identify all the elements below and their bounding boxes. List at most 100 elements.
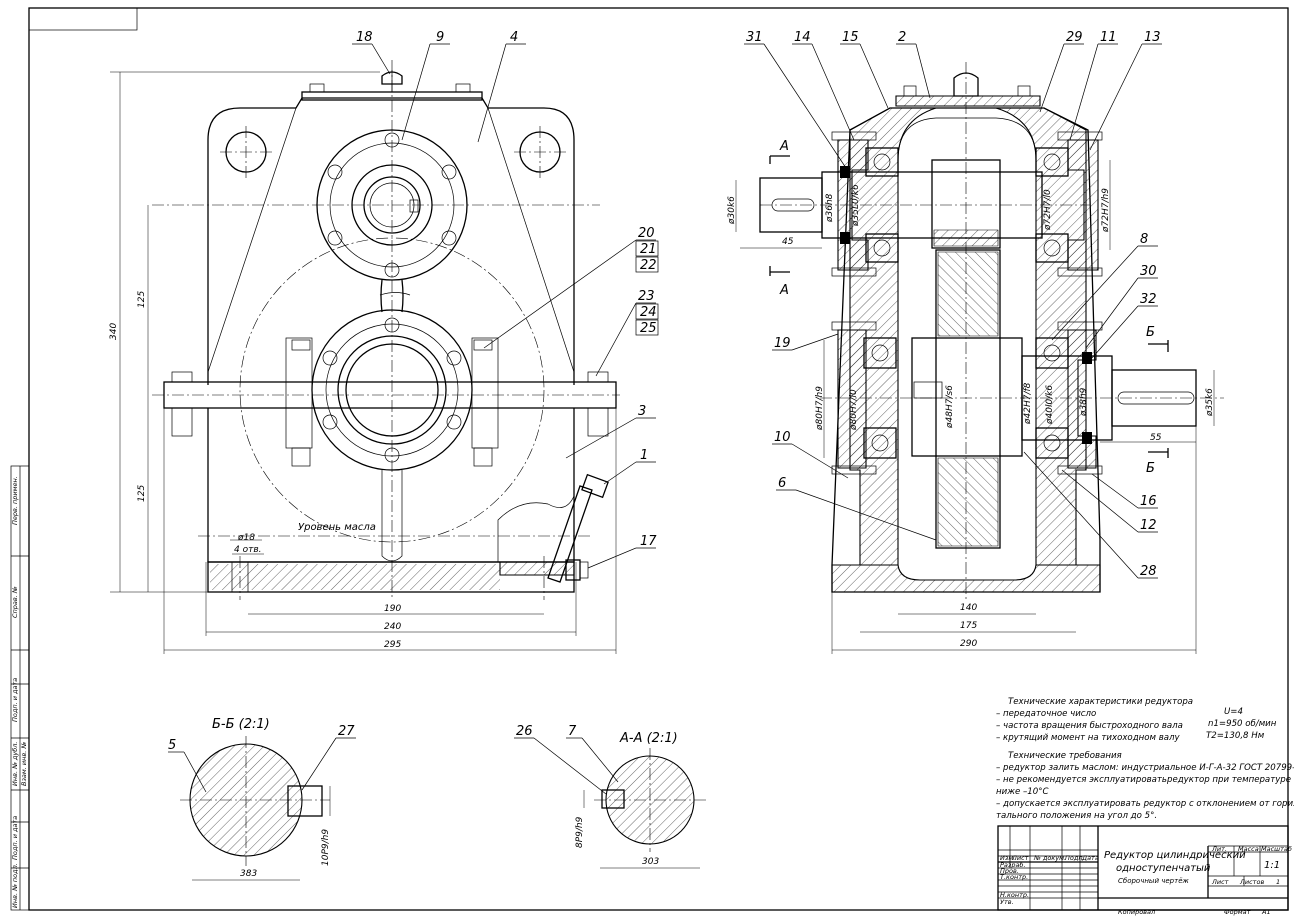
tb-doc-type: Сборочный чертёж bbox=[1118, 877, 1189, 885]
tb-role-tcontrol: Т.контр. bbox=[1000, 873, 1028, 881]
section-bb-width: 383 bbox=[240, 869, 257, 879]
fit-in-bearing: ø35L0/k6 bbox=[851, 184, 861, 227]
fit-out-seal: ø38h9 bbox=[1079, 387, 1089, 417]
tb-role-ncontrol: Н.контр. bbox=[1000, 891, 1029, 899]
dim-height-total: 340 bbox=[109, 323, 119, 340]
dim-shaft-out-len: 55 bbox=[1150, 433, 1162, 443]
callout-23: 23 bbox=[638, 289, 655, 304]
side-view-dimensions: ø30k6 45 ø36h8 ø35L0/k6 ø72H7/l0 ø72H7/h… bbox=[727, 160, 1215, 654]
tech-req-line-1: – не рекомендуется эксплуатироватьредукт… bbox=[996, 775, 1291, 785]
section-aa: А-А (2:1) 303 8P9/h9 26 7 bbox=[514, 724, 706, 869]
tb-mass: Масса bbox=[1238, 845, 1259, 853]
tb-col-date: Дата bbox=[1081, 854, 1099, 862]
tech-req-line-2: ниже –10°С bbox=[996, 787, 1049, 797]
tech-req-title: Технические требования bbox=[1008, 751, 1122, 761]
callout-15: 15 bbox=[842, 30, 859, 45]
section-aa-title: А-А (2:1) bbox=[619, 731, 678, 746]
tech-char-label-2: – крутящий момент на тихоходном валу bbox=[996, 733, 1181, 743]
callout-17: 17 bbox=[640, 534, 657, 549]
section-mark-a-top: А bbox=[779, 139, 789, 154]
fit-wheel: ø48H7/s6 bbox=[945, 385, 955, 429]
left-strip-labels: Перв. примен. Справ. № Подп. и дата Инв.… bbox=[11, 476, 28, 908]
callout-16: 16 bbox=[1140, 494, 1157, 509]
callout-11: 11 bbox=[1100, 30, 1117, 45]
callout-26: 26 bbox=[516, 724, 533, 739]
section-mark-b-top: Б bbox=[1146, 325, 1155, 340]
tb-name-line2: одноступенчатый bbox=[1116, 863, 1211, 874]
tb-format-value: A1 bbox=[1261, 908, 1271, 916]
tb-format-label: Формат bbox=[1224, 908, 1251, 916]
callout-18: 18 bbox=[356, 30, 373, 45]
tb-sheets-value: 1 bbox=[1276, 878, 1280, 886]
callout-30: 30 bbox=[1140, 264, 1157, 279]
callout-25: 25 bbox=[640, 321, 657, 336]
callout-20: 20 bbox=[638, 226, 655, 241]
dim-side-mid: 175 bbox=[960, 621, 977, 631]
strip-label-3: Подп. и дата bbox=[11, 678, 19, 722]
dim-side-base: 140 bbox=[960, 603, 977, 613]
callout-2: 2 bbox=[898, 30, 906, 45]
dim-side-overall: 290 bbox=[960, 639, 977, 649]
tech-char-value-1: n1=950 об/мин bbox=[1208, 719, 1277, 729]
tech-req-line-3: – допускается эксплуатировать редуктор с… bbox=[996, 799, 1294, 809]
fit-out-shaft: ø35k6 bbox=[1205, 388, 1215, 417]
section-aa-width: 303 bbox=[642, 857, 659, 867]
section-bb-key: 10P9/h9 bbox=[321, 829, 331, 866]
technical-characteristics: Технические характеристики редуктора – п… bbox=[996, 697, 1277, 743]
dim-overall-width: 295 bbox=[384, 640, 401, 650]
dim-hole-count: 4 отв. bbox=[234, 545, 262, 555]
part-callouts: 18 9 4 20 21 22 23 24 25 3 1 17 31 14 15… bbox=[352, 30, 1162, 579]
tb-role-dev: Разраб. bbox=[1000, 861, 1026, 869]
fit-out-bearing-in: ø40l0/k6 bbox=[1045, 385, 1055, 425]
tb-col-list: Лист bbox=[1011, 854, 1029, 862]
tb-role-check: Пров. bbox=[1000, 867, 1019, 875]
tb-col-doc: № докум. bbox=[1033, 854, 1066, 862]
tb-sheets-label: Листов bbox=[1239, 878, 1264, 886]
fit-in-seal: ø36h8 bbox=[825, 193, 835, 223]
tech-char-value-2: T2=130,8 Нм bbox=[1206, 731, 1265, 741]
callout-4: 4 bbox=[510, 30, 518, 45]
callout-24: 24 bbox=[640, 305, 657, 320]
callout-19: 19 bbox=[774, 336, 791, 351]
callout-14: 14 bbox=[794, 30, 811, 45]
section-bb: Б-Б (2:1) 383 10P9/h9 5 27 bbox=[168, 717, 356, 881]
dim-mid-width: 240 bbox=[384, 622, 401, 632]
tb-scale-value: 1:1 bbox=[1264, 860, 1280, 871]
tb-role-approve: Утв. bbox=[1000, 898, 1014, 906]
strip-label-6: Подп. и дата bbox=[11, 816, 19, 860]
sheet-frame bbox=[10, 7, 1289, 911]
fit-gear-hole: ø72H7/l0 bbox=[1043, 189, 1053, 231]
tb-col-sign: Подп. bbox=[1065, 854, 1085, 862]
callout-7: 7 bbox=[568, 724, 577, 739]
tb-lit: Лит. bbox=[1211, 845, 1227, 853]
fit-cover: ø72H7/h9 bbox=[1101, 188, 1111, 233]
dim-height-upper: 125 bbox=[137, 291, 147, 308]
fit-out-bearing: ø80H7/l0 bbox=[849, 389, 859, 431]
title-block: Изм. Лист № докум. Подп. Дата Разраб. Пр… bbox=[997, 825, 1292, 916]
strip-label-2: Справ. № bbox=[11, 586, 19, 618]
strip-label-1: Перв. примен. bbox=[11, 476, 19, 525]
tb-copied: Копировал bbox=[1118, 908, 1155, 916]
callout-1: 1 bbox=[640, 448, 648, 463]
tech-char-label-0: – передаточное число bbox=[996, 709, 1096, 719]
front-view: Уровень масла bbox=[152, 60, 620, 600]
callout-31: 31 bbox=[746, 30, 763, 45]
callout-6: 6 bbox=[778, 476, 786, 491]
technical-requirements: Технические требования – редуктор залить… bbox=[996, 751, 1294, 821]
callout-3: 3 bbox=[638, 404, 646, 419]
callout-5: 5 bbox=[168, 738, 176, 753]
callout-27: 27 bbox=[338, 724, 355, 739]
dim-shaft-in-len: 45 bbox=[782, 237, 794, 247]
callout-13: 13 bbox=[1144, 30, 1161, 45]
section-mark-a-bottom: А bbox=[779, 283, 789, 298]
tb-sheet-label: Лист bbox=[1211, 878, 1229, 886]
strip-label-7: Инв. № подл. bbox=[11, 863, 19, 908]
tb-name-line1: Редуктор цилиндрический bbox=[1104, 850, 1246, 861]
dim-height-lower: 125 bbox=[137, 485, 147, 502]
callout-32: 32 bbox=[1140, 292, 1157, 307]
callout-12: 12 bbox=[1140, 518, 1157, 533]
callout-28: 28 bbox=[1140, 564, 1157, 579]
section-aa-key: 8P9/h9 bbox=[575, 816, 585, 848]
tb-scale-label: Масштаб bbox=[1261, 845, 1292, 853]
